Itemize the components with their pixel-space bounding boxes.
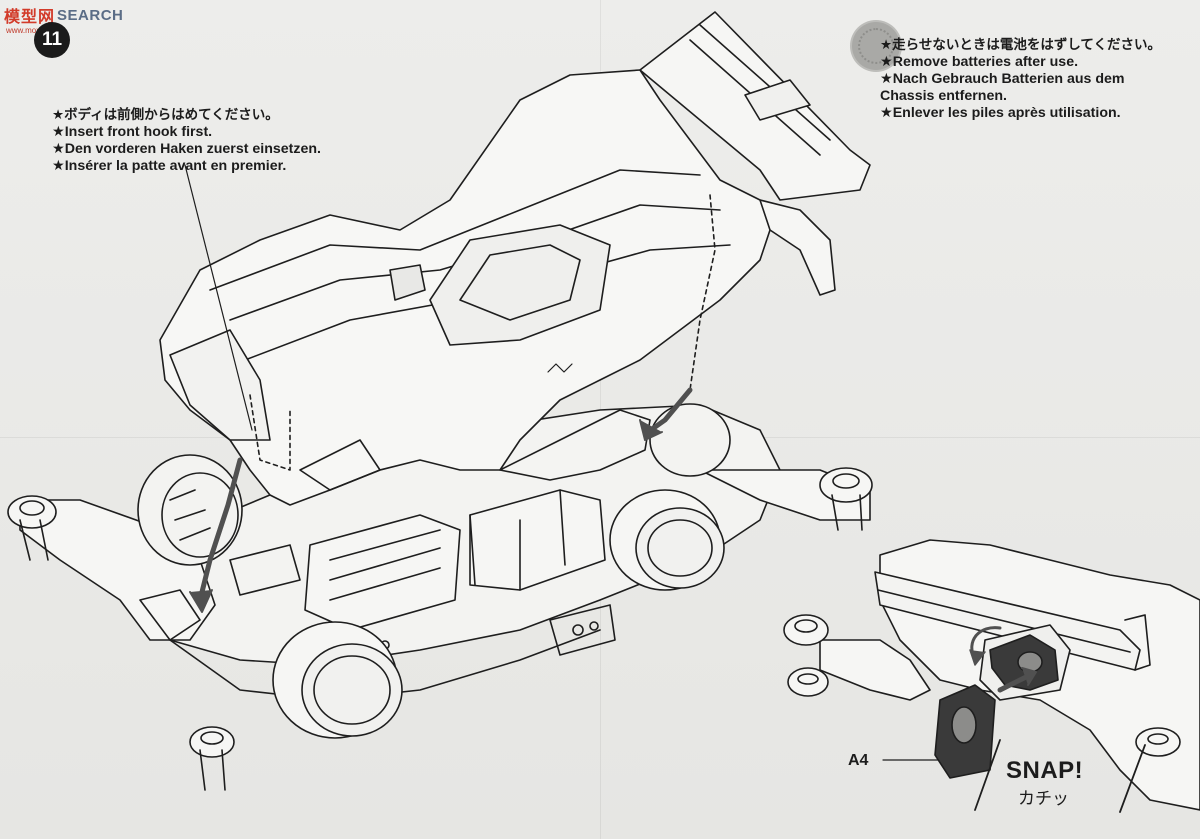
snap-label-ja: カチッ [1018, 789, 1069, 809]
note-batteries-de1: ★Nach Gebrauch Batterien aus dem [880, 71, 1125, 87]
rollers [7, 467, 873, 791]
note-batteries-fr: ★Enlever les piles après utilisation. [880, 105, 1121, 121]
snap-label: SNAP! [1006, 757, 1084, 784]
part-label-a4: A4 [848, 752, 869, 769]
step-number-badge: 11 [34, 22, 70, 58]
watermark-url: www.moxing.net [6, 26, 65, 35]
note-body-ja: ★ボディは前側からはめてください。 [52, 107, 279, 123]
note-body-en: ★Insert front hook first. [52, 124, 213, 140]
inset-rear-detail [783, 539, 1200, 813]
note-body-fr: ★Insérer la patte avant en premier. [52, 158, 287, 174]
watermark: 模型网 SEARCH [4, 4, 124, 27]
body-shell [159, 11, 871, 506]
note-batteries-en: ★Remove batteries after use. [880, 54, 1079, 70]
note-batteries-de2: Chassis entfernen. [880, 88, 1007, 104]
down-arrow-icon [1021, 667, 1037, 686]
watermark-search: SEARCH [57, 6, 124, 24]
battery-warning-seal-icon [852, 22, 900, 70]
note-remove-batteries: ★走らせないときは電池をはずしてください。 ★Remove batteries … [880, 37, 1161, 122]
down-arrow-icon [639, 419, 663, 441]
note-batteries-ja: ★走らせないときは電池をはずしてください。 [880, 37, 1162, 53]
note-body-front-hook: ★ボディは前側からはめてください。 ★Insert front hook fir… [52, 107, 321, 175]
chassis [19, 404, 871, 701]
down-arrow-icon [189, 589, 213, 613]
note-body-de: ★Den vorderen Haken zuerst einsetzen. [52, 141, 321, 157]
watermark-logo: 模型网 [4, 9, 56, 26]
assembly-arrows [184, 164, 693, 613]
